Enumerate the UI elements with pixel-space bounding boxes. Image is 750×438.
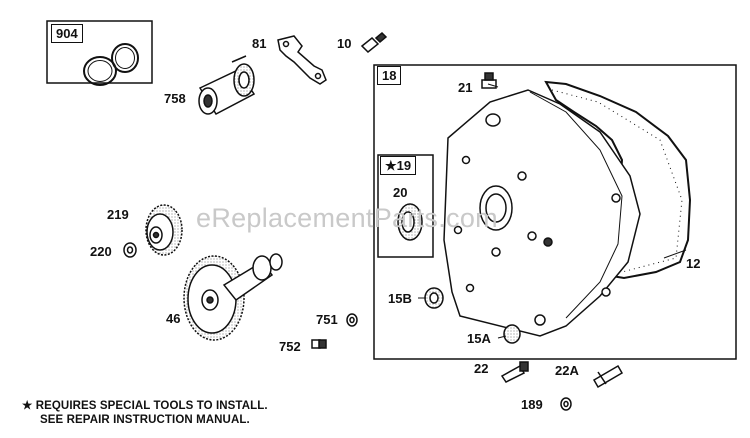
label-21: 21 bbox=[458, 80, 473, 95]
watermark: eReplacementParts.com bbox=[196, 203, 498, 233]
plug-15A bbox=[503, 324, 521, 344]
label-12: 12 bbox=[686, 256, 701, 271]
label-46: 46 bbox=[166, 311, 181, 326]
screw-10 bbox=[360, 31, 388, 54]
note-line-1: ★ REQUIRES SPECIAL TOOLS TO INSTALL. bbox=[22, 400, 268, 412]
governor-758 bbox=[198, 55, 256, 115]
box-904 bbox=[46, 20, 153, 84]
camshaft-46 bbox=[183, 253, 283, 341]
label-15B: 15B bbox=[388, 291, 412, 306]
piston-rings bbox=[83, 43, 139, 86]
label-751: 751 bbox=[316, 312, 338, 327]
washer-751 bbox=[346, 313, 358, 327]
oil-seal-20 bbox=[397, 203, 423, 241]
box-19 bbox=[377, 154, 434, 258]
box-18 bbox=[373, 64, 737, 360]
label-10: 10 bbox=[337, 36, 352, 51]
label-758: 758 bbox=[164, 91, 186, 106]
plug-15B bbox=[424, 287, 444, 309]
gasket-12 bbox=[544, 80, 692, 280]
stud-22A bbox=[592, 364, 624, 389]
label-22A: 22A bbox=[555, 363, 579, 378]
label-220: 220 bbox=[90, 244, 112, 259]
label-81: 81 bbox=[252, 36, 267, 51]
bolt-22 bbox=[500, 361, 529, 383]
washer-220 bbox=[123, 242, 137, 258]
label-189: 189 bbox=[521, 397, 543, 412]
bracket-81 bbox=[277, 35, 327, 85]
label-22: 22 bbox=[474, 361, 489, 376]
label-15A: 15A bbox=[467, 331, 491, 346]
label-20: 20 bbox=[393, 185, 408, 200]
label-18: 18 bbox=[377, 66, 402, 85]
note-line-2: SEE REPAIR INSTRUCTION MANUAL. bbox=[40, 414, 250, 426]
leader-lines bbox=[418, 83, 687, 339]
gear-219 bbox=[145, 204, 183, 256]
label-752: 752 bbox=[279, 339, 301, 354]
label-904: 904 bbox=[51, 24, 83, 43]
bolt-752 bbox=[311, 339, 327, 349]
label-219: 219 bbox=[107, 207, 129, 222]
label-19: ★19 bbox=[380, 156, 417, 175]
washer-189 bbox=[560, 397, 572, 411]
crankcase-cover-18 bbox=[443, 89, 641, 337]
